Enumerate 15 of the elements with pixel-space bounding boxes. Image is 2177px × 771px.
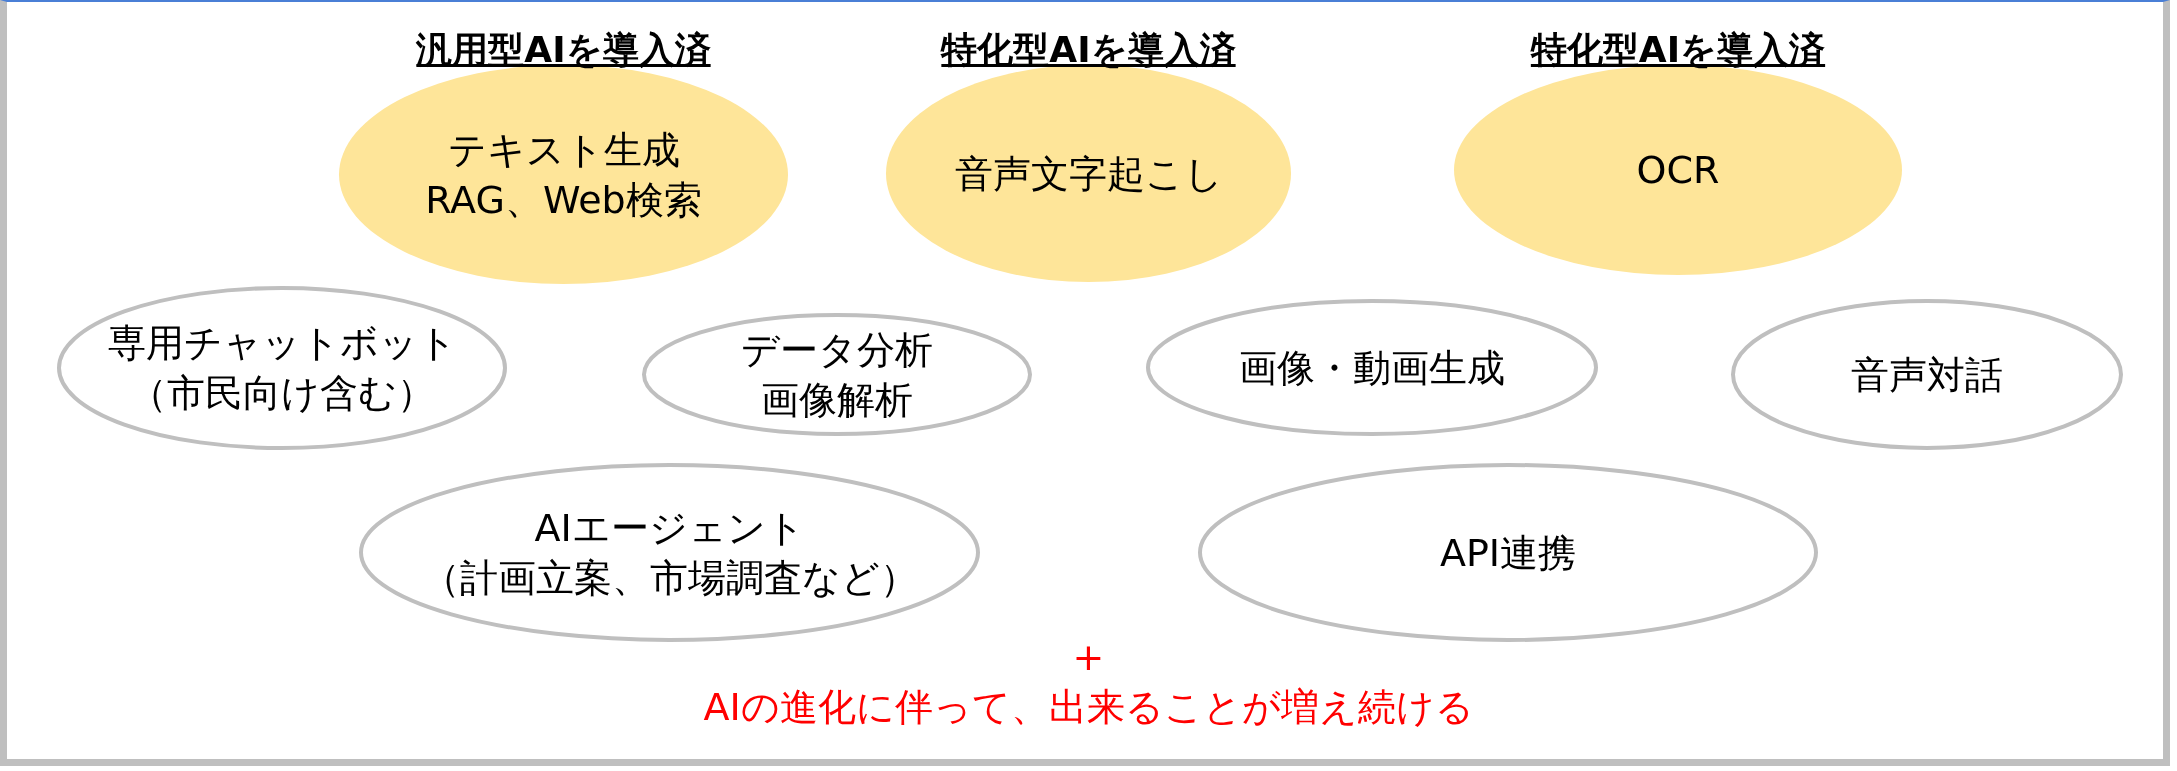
ellipse-label: OCR [1636, 147, 1720, 194]
ellipse-label: RAG、Web検索 [425, 176, 702, 224]
note-text: + [1072, 634, 1105, 681]
ellipse-label: データ分析 [741, 326, 933, 374]
note-text: AIの進化に伴って、出来ることが増え続ける [703, 684, 1474, 731]
ellipse-label: 専用チャットボット [107, 320, 457, 367]
ellipse-label: 画像解析 [761, 376, 913, 424]
ellipse-label: AIエージェント [534, 504, 805, 552]
ellipse-label: 画像・動画生成 [1239, 344, 1505, 392]
ellipse-label: （市民向け含む） [129, 370, 435, 417]
ellipse-label: テキスト生成 [447, 126, 680, 174]
ellipse-label: 音声文字起こし [954, 150, 1223, 198]
ellipse-label: API連携 [1439, 529, 1577, 577]
ellipse-label: （計画立案、市場調査など） [421, 554, 918, 602]
ellipse-label: 音声対話 [1851, 351, 2003, 399]
